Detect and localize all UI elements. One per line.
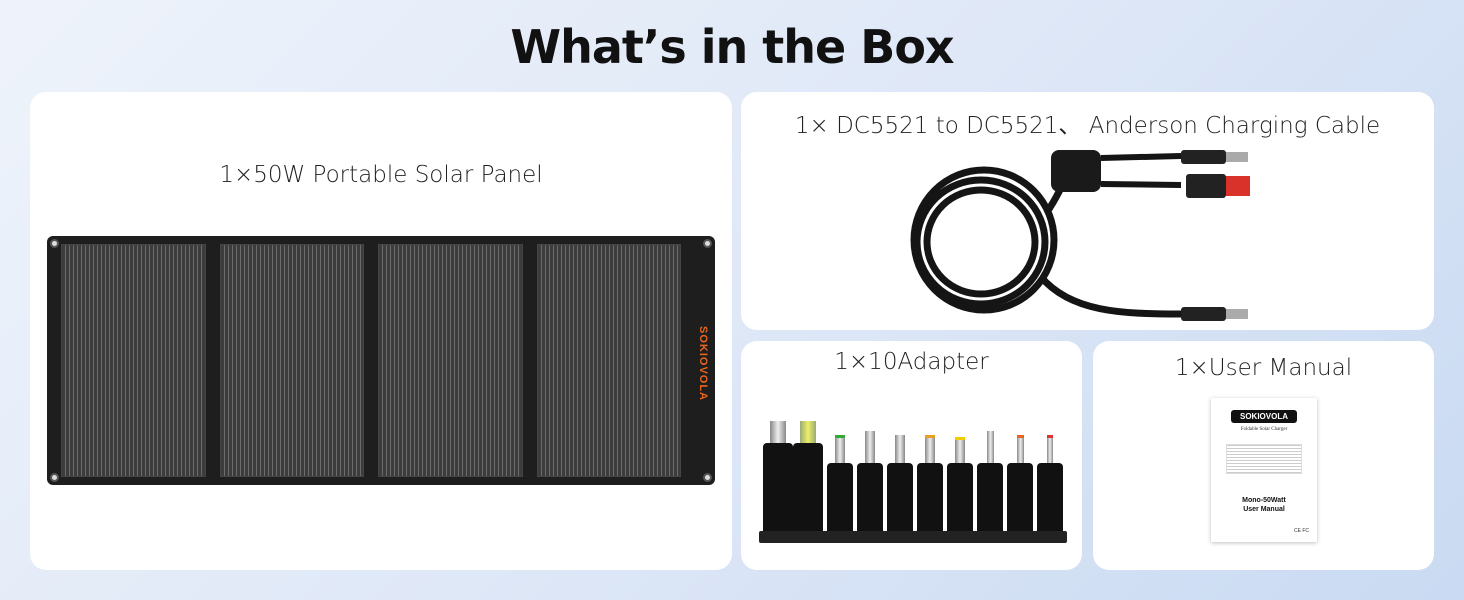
brand-logo: SOKIOVOLA (697, 326, 709, 402)
solar-cell (378, 244, 523, 477)
grommet-icon (703, 239, 712, 248)
adapter-tip (793, 421, 823, 533)
manual-title: User Manual (1243, 506, 1285, 513)
adapter-tip (1007, 435, 1033, 533)
cable-card: 1× DC5521 to DC5521、 Anderson Charging C… (741, 92, 1434, 330)
adapter-tip (1037, 435, 1063, 533)
grommet-icon (703, 473, 712, 482)
adapter-tip (917, 435, 943, 533)
manual-caption: 1×User Manual (1174, 355, 1353, 381)
adapter-tray (759, 531, 1067, 543)
solar-panel-caption: 1×50W Portable Solar Panel (219, 162, 543, 188)
adapter-tip (887, 435, 913, 533)
manual-model: Mono-50Watt (1242, 497, 1286, 504)
solar-cell (536, 244, 681, 477)
adapter-card: 1×10Adapter (741, 341, 1082, 570)
user-manual-image: SOKIOVOLA Foldable Solar Charger Mono-50… (1211, 398, 1317, 542)
manual-subtitle: Foldable Solar Charger (1240, 427, 1288, 432)
cable-caption: 1× DC5521 to DC5521、 Anderson Charging C… (794, 113, 1381, 139)
adapter-tip (857, 431, 883, 533)
page-title: What’s in the Box (510, 20, 954, 74)
adapter-tip (977, 431, 1003, 533)
manual-panel-illustration (1226, 444, 1302, 474)
adapter-tip (763, 421, 793, 533)
adapter-caption: 1×10Adapter (834, 349, 989, 375)
cable-image (910, 150, 1250, 321)
certification-marks: CE FC (1294, 528, 1309, 534)
adapter-tip (827, 435, 853, 533)
solar-cell (219, 244, 364, 477)
manual-card: 1×User Manual SOKIOVOLA Foldable Solar C… (1093, 341, 1434, 570)
solar-panel-card: 1×50W Portable Solar Panel SOKIOVOLA (30, 92, 732, 570)
adapter-set-image (759, 419, 1067, 543)
grommet-icon (50, 473, 59, 482)
solar-cell (61, 244, 206, 477)
grommet-icon (50, 239, 59, 248)
adapter-tip (947, 437, 973, 533)
solar-panel-image: SOKIOVOLA (47, 236, 715, 485)
manual-brand: SOKIOVOLA (1231, 410, 1297, 423)
